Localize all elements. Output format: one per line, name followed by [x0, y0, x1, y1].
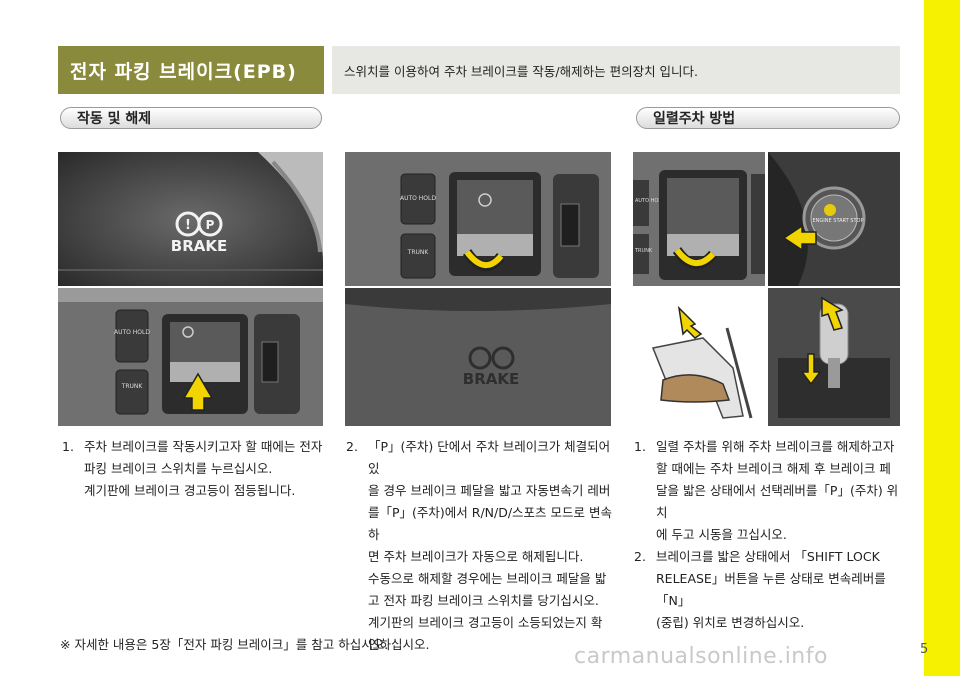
- text-line: 를「P」(주차)에서 R/N/D/스포츠 모드로 변속하: [368, 505, 613, 542]
- trunk-label: TRUNK: [407, 249, 430, 256]
- text-line: 계기판의 브레이크 경고등이 소등되었는지 확: [368, 615, 603, 630]
- instruction-item: 1. 일렬 주차를 위해 주차 브레이크를 해제하고자 할 때에는 주차 브레이…: [634, 436, 906, 546]
- auto-hold-label: AUTO HOLD: [114, 329, 150, 336]
- instruction-column-1: 1. 주차 브레이크를 작동시키고자 할 때에는 전자 파킹 브레이크 스위치를…: [62, 436, 327, 502]
- push-arrow-icon: [182, 372, 214, 411]
- photo-epb-switch-push: AUTO HOLD TRUNK: [58, 288, 323, 426]
- item-number: 1.: [634, 439, 646, 454]
- press-arrow-icon: [677, 305, 703, 339]
- press-arrow-icon: [782, 224, 817, 252]
- pull-arrow-icon: [464, 250, 504, 268]
- page-title: 전자 파킹 브레이크(EPB): [58, 46, 324, 94]
- text-line: 달을 밟은 상태에서 선택레버를「P」(주차) 위치: [656, 483, 899, 520]
- trunk-label: TRUNK: [121, 383, 144, 390]
- engine-start-stop-label: ENGINE START STOP: [813, 218, 864, 224]
- text-line: 계기판에 브레이크 경고등이 점등됩니다.: [84, 483, 296, 498]
- down-arrow-icon: [800, 353, 822, 386]
- photo-cluster-warning-off: BRAKE: [345, 288, 611, 426]
- photo-shift-lever: [768, 288, 900, 426]
- text-line: 할 때에는 주차 브레이크 해제 후 브레이크 페: [656, 461, 891, 476]
- text-line: 일렬 주차를 위해 주차 브레이크를 해제하고자: [656, 439, 895, 454]
- svg-text:P: P: [206, 218, 215, 232]
- text-line: 면 주차 브레이크가 자동으로 해제됩니다.: [368, 549, 584, 564]
- page-description: 스위치를 이용하여 주차 브레이크를 작동/해제하는 편의장치 입니다.: [332, 46, 900, 94]
- text-line: 고 전자 파킹 브레이크 스위치를 당기십시오.: [368, 593, 599, 608]
- text-line: 브레이크를 밟은 상태에서 「SHIFT LOCK: [656, 549, 880, 564]
- item-number: 2.: [634, 549, 646, 564]
- section-title-operation: 작동 및 해제: [60, 107, 322, 129]
- photo-epb-switch-pull-small: AUTO HOLD TRUNK: [633, 152, 765, 286]
- shift-arrow-icon: [821, 296, 844, 331]
- instruction-item: 2. 「P」(주차) 단에서 주차 브레이크가 체결되어 있 을 경우 브레이크…: [346, 436, 618, 656]
- instruction-item: 2. 브레이크를 밟은 상태에서 「SHIFT LOCK RELEASE」버튼을…: [634, 546, 906, 634]
- auto-hold-label: AUTO HOLD: [400, 195, 436, 202]
- trunk-label: TRUNK: [634, 248, 653, 254]
- brake-label: BRAKE: [463, 370, 519, 388]
- svg-text:!: !: [185, 218, 191, 233]
- instruction-column-3: 1. 일렬 주차를 위해 주차 브레이크를 해제하고자 할 때에는 주차 브레이…: [634, 436, 906, 634]
- illustration-brake-pedal: [633, 288, 765, 426]
- instruction-item: 1. 주차 브레이크를 작동시키고자 할 때에는 전자 파킹 브레이크 스위치를…: [62, 436, 327, 502]
- text-line: 을 경우 브레이크 페달을 밟고 자동변속기 레버: [368, 483, 611, 498]
- footnote: ※ 자세한 내용은 5장「전자 파킹 브레이크」를 참고 하십시오.: [60, 637, 389, 652]
- section-title-parallel-parking: 일렬주차 방법: [636, 107, 900, 129]
- page-number: 5: [920, 642, 929, 657]
- text-line: 수동으로 해제할 경우에는 브레이크 페달을 밟: [368, 571, 607, 586]
- page-edge-tab: [924, 0, 960, 676]
- photo-epb-switch-pull: AUTO HOLD TRUNK: [345, 152, 611, 286]
- text-line: 주차 브레이크를 작동시키고자 할 때에는 전자: [84, 439, 323, 454]
- text-line: RELEASE」버튼을 누른 상태로 변속레버를「N」: [656, 571, 886, 608]
- instruction-column-2: 2. 「P」(주차) 단에서 주차 브레이크가 체결되어 있 을 경우 브레이크…: [346, 436, 618, 656]
- text-line: 에 두고 시동을 끄십시오.: [656, 527, 787, 542]
- parking-brake-icon: [197, 211, 223, 237]
- text-line: 파킹 브레이크 스위치를 누르십시오.: [84, 461, 273, 476]
- photo-engine-start-stop: ENGINE START STOP: [768, 152, 900, 286]
- text-line: (중립) 위치로 변경하십시오.: [656, 615, 805, 630]
- item-number: 2.: [346, 439, 358, 454]
- watermark: carmanualsonline.info: [574, 644, 828, 669]
- brake-label: BRAKE: [171, 237, 227, 255]
- auto-hold-label: AUTO HOLD: [635, 198, 665, 204]
- photo-cluster-warning-on: ! P BRAKE: [58, 152, 323, 286]
- text-line: 인하십시오.: [368, 637, 430, 652]
- pull-arrow-icon: [674, 248, 716, 266]
- text-line: 「P」(주차) 단에서 주차 브레이크가 체결되어 있: [368, 439, 611, 476]
- item-number: 1.: [62, 439, 74, 454]
